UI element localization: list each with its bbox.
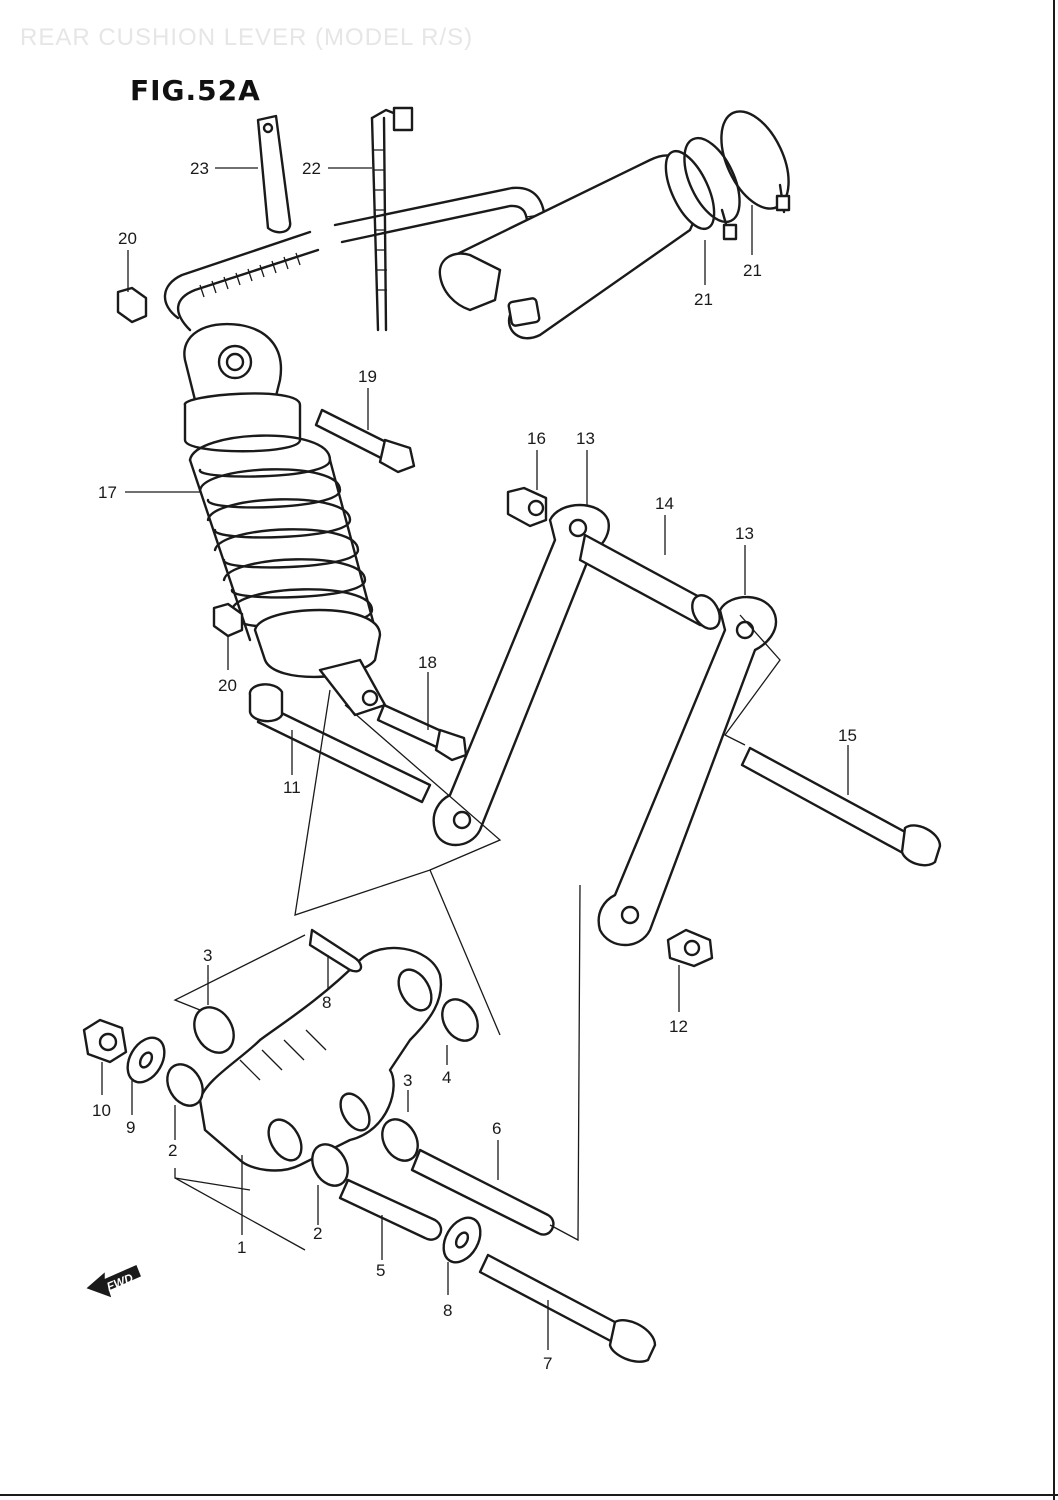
callout-5: 5 — [376, 1261, 385, 1280]
callout-22: 22 — [302, 159, 321, 178]
callout-4: 4 — [442, 1068, 451, 1087]
bottom-border — [0, 1494, 1058, 1496]
callout-13-upper: 13 — [576, 429, 595, 448]
callout-11: 11 — [283, 778, 301, 797]
callout-16: 16 — [527, 429, 546, 448]
callout-8-right: 8 — [443, 1301, 452, 1320]
fwd-arrow-icon — [86, 1265, 141, 1298]
callout-20-mid: 20 — [218, 676, 237, 695]
callout-20-top: 20 — [118, 229, 137, 248]
cushion-rods — [432, 503, 778, 947]
callout-2-left: 2 — [168, 1141, 177, 1160]
callout-3-upper: 3 — [203, 946, 212, 965]
callout-7: 8 — [322, 993, 331, 1012]
callout-15: 15 — [838, 726, 857, 745]
callout-18: 18 — [418, 653, 437, 672]
assembly-guide-lines — [173, 614, 781, 1251]
callout-13-lower: 13 — [735, 524, 754, 543]
callout-leaders — [101, 167, 849, 1350]
callout-21-right: 21 — [743, 261, 762, 280]
reservoir-hose-assembly — [163, 106, 791, 340]
callout-10: 10 — [92, 1101, 111, 1120]
callout-19: 19 — [358, 367, 377, 386]
forward-direction-indicator: FWD — [86, 1265, 141, 1298]
callout-9: 7 — [543, 1354, 552, 1373]
fwd-label: FWD — [105, 1271, 136, 1294]
callout-14: 14 — [655, 494, 674, 513]
callout-17: 17 — [98, 483, 117, 502]
callout-8-left: 9 — [126, 1118, 135, 1137]
fasteners — [82, 286, 942, 1363]
callout-labels: 23 22 20 21 21 19 17 16 13 14 13 20 18 1… — [92, 159, 857, 1373]
callout-1: 1 — [237, 1238, 246, 1257]
callout-6: 6 — [492, 1119, 501, 1138]
figure-title: FIG.52A — [130, 74, 261, 107]
rear-shock-absorber — [183, 322, 387, 717]
cushion-lever — [166, 928, 555, 1241]
right-border — [1053, 0, 1055, 1500]
callout-21-left: 21 — [694, 290, 713, 309]
callout-23: 23 — [190, 159, 209, 178]
callout-2-right: 2 — [313, 1224, 322, 1243]
callout-3-lower: 3 — [403, 1071, 412, 1090]
page-header-title: REAR CUSHION LEVER (MODEL R/S) — [20, 24, 474, 51]
callout-12: 12 — [669, 1017, 688, 1036]
